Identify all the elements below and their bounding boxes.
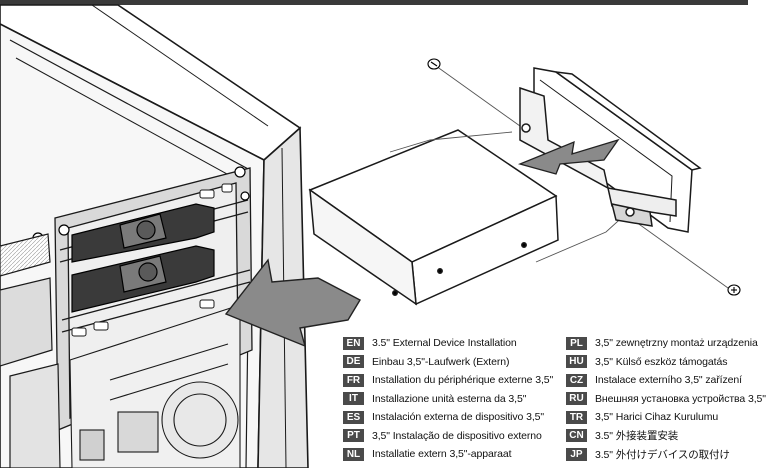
instruction-text: 3,5" Külső eszköz támogatás [595, 355, 728, 368]
instruction-row-fr: FR Installation du périphérique externe … [343, 372, 553, 388]
lang-badge: HU [566, 355, 587, 368]
instruction-row-nl: NL Installatie extern 3,5"-apparaat [343, 446, 553, 462]
instruction-text: 3,5" Harici Cihaz Kurulumu [595, 411, 719, 423]
instruction-list-left: EN 3.5" External Device Installation DE … [343, 335, 553, 465]
lang-badge: PL [566, 336, 587, 350]
lang-badge: RU [566, 392, 587, 405]
instruction-text: 3.5" External Device Installation [372, 337, 517, 349]
installation-diagram [0, 4, 741, 468]
screw-top-icon [427, 58, 441, 70]
instruction-row-cn: CN 3.5" 外接装置安装 [566, 428, 749, 444]
instruction-row-jp: JP 3.5" 外付けデバイスの取付け [566, 446, 749, 462]
instruction-text: 3,5" zewnętrzny montaż urządzenia [595, 337, 758, 349]
drive-latch-top [71, 203, 215, 263]
instruction-text: Instalación externa de dispositivo 3,5" [372, 411, 545, 423]
lang-badge: PT [343, 429, 364, 442]
lang-badge: IT [343, 392, 364, 405]
instruction-text: 3,5" Instalação de dispositivo externo [372, 429, 542, 442]
lang-badge: FR [343, 373, 364, 387]
instruction-row-ru: RU Внешняя установка устройства 3,5" [566, 391, 766, 407]
instruction-text: Внешняя установка устройства 3,5" [595, 392, 766, 405]
instruction-text: 3.5" 外接装置安装 [595, 430, 679, 442]
lang-badge: ES [343, 410, 364, 424]
instruction-text: Installatie extern 3,5"-apparaat [372, 448, 512, 460]
adapter-arrow-icon [517, 138, 620, 175]
instruction-text: Installazione unità esterna da 3,5" [372, 392, 527, 405]
instruction-row-cz: CZ Instalace externího 3,5" zařízení [566, 372, 749, 388]
lang-badge: NL [343, 447, 364, 461]
drive-latch-bottom [71, 245, 215, 313]
top-border [0, 0, 748, 5]
instruction-row-de: DE Einbau 3,5"-Laufwerk (Extern) [343, 354, 553, 370]
install-arrow-icon [224, 258, 361, 348]
lang-badge: DE [343, 355, 364, 368]
instruction-text: Instalace externího 3,5" zařízení [595, 374, 742, 386]
screw-bottom-icon [727, 284, 741, 296]
lang-badge: EN [343, 336, 364, 350]
instruction-list-right: PL 3,5" zewnętrzny montaż urządzenia HU … [566, 335, 766, 465]
lang-badge: TR [566, 410, 587, 424]
instruction-row-en: EN 3.5" External Device Installation [343, 335, 553, 351]
instruction-row-es: ES Instalación externa de dispositivo 3,… [343, 409, 553, 425]
instruction-row-pl: PL 3,5" zewnętrzny montaż urządzenia [566, 335, 758, 351]
lang-badge: JP [566, 447, 587, 461]
instruction-row-pt: PT 3,5" Instalação de dispositivo extern… [343, 428, 553, 444]
frame-rails [0, 233, 61, 468]
lang-badge: CZ [566, 373, 587, 387]
case-internals [69, 304, 241, 468]
instruction-text: Installation du périphérique externe 3,5… [372, 374, 554, 386]
instruction-text: Einbau 3,5"-Laufwerk (Extern) [372, 355, 510, 368]
instruction-text: 3.5" 外付けデバイスの取付け [595, 448, 730, 461]
drive-bay-adapter [519, 67, 702, 233]
instruction-row-tr: TR 3,5" Harici Cihaz Kurulumu [566, 409, 749, 425]
instruction-row-hu: HU 3,5" Külső eszköz támogatás [566, 354, 749, 370]
external-drive-3-5 [308, 129, 559, 306]
lang-badge: CN [566, 429, 587, 442]
instruction-row-it: IT Installazione unità esterna da 3,5" [343, 391, 553, 407]
